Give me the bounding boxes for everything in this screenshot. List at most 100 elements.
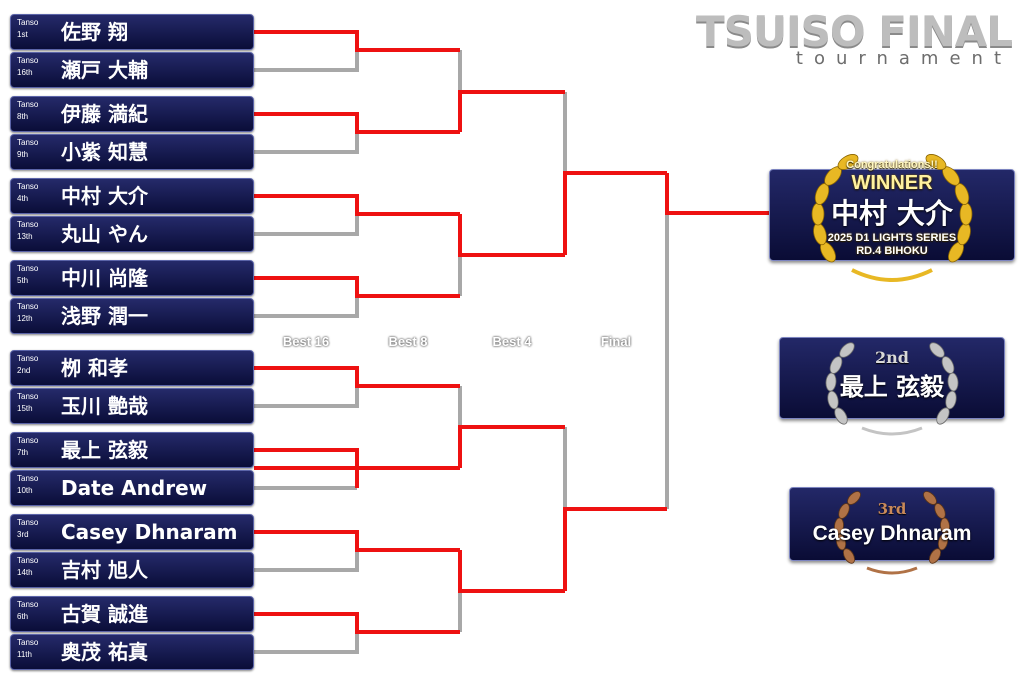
winner-series: 2025 D1 LIGHTS SERIES xyxy=(827,232,957,244)
tanso-label: Tanso xyxy=(17,518,39,527)
seed-label: 5th xyxy=(17,276,29,285)
winner-label: WINNER xyxy=(851,172,933,194)
entry-5: Tanso 4th 中村 大介 xyxy=(10,178,254,214)
seed-label: 14th xyxy=(17,568,33,577)
bracket-line-advance xyxy=(458,90,565,132)
bracket-line-advance xyxy=(458,214,565,257)
event-title: TSUISO FINAL tournament xyxy=(672,7,1013,69)
tanso-label: Tanso xyxy=(17,182,39,191)
winner-name: 中村 大介 xyxy=(831,197,953,230)
bracket-line-advance xyxy=(458,425,565,468)
bracket-line-eliminated xyxy=(254,296,359,318)
tanso-label: Tanso xyxy=(17,638,39,647)
driver-name: 中村 大介 xyxy=(61,184,148,208)
tanso-label: Tanso xyxy=(17,220,39,229)
round-label-best8: Best 8 xyxy=(388,334,428,349)
driver-name: 吉村 旭人 xyxy=(61,558,148,582)
event-title-main: TSUISO FINAL xyxy=(696,7,1013,56)
bronze-laurel-icon xyxy=(834,491,950,575)
event-title-sub: tournament xyxy=(795,48,1012,69)
driver-name: 最上 弦毅 xyxy=(61,438,148,462)
entry-12: Tanso 10th Date Andrew xyxy=(10,470,254,506)
third-place-panel: 3rd Casey Dhnaram xyxy=(789,487,995,575)
bracket-line-eliminated xyxy=(254,132,359,154)
second-place-name: 最上 弦毅 xyxy=(839,373,945,401)
bracket-line-advance xyxy=(254,612,460,634)
entry-11: Tanso 7th 最上 弦毅 xyxy=(10,432,254,468)
driver-name: 玉川 艶哉 xyxy=(61,394,148,418)
tanso-label: Tanso xyxy=(17,436,39,445)
entry-7: Tanso 5th 中川 尚隆 xyxy=(10,260,254,296)
round-label-final: Final xyxy=(600,334,632,349)
tanso-label: Tanso xyxy=(17,392,39,401)
second-place-panel: 2nd 最上 弦毅 xyxy=(779,337,1005,436)
silver-laurel-icon xyxy=(825,342,959,436)
seed-label: 15th xyxy=(17,404,33,413)
bracket-line-advance xyxy=(254,366,460,388)
entry-1: Tanso 1st 佐野 翔 xyxy=(10,14,254,50)
driver-name: 瀬戸 大輔 xyxy=(61,58,148,82)
bracket-line-advance xyxy=(254,112,460,134)
bracket-line-advance xyxy=(254,194,460,216)
seed-label: 10th xyxy=(17,486,33,495)
tanso-label: Tanso xyxy=(17,18,39,27)
bracket-line-advance xyxy=(458,550,565,593)
seed-label: 2nd xyxy=(17,366,31,375)
bracket-line-advance xyxy=(665,173,769,215)
bracket-line-advance xyxy=(563,171,667,255)
tanso-label: Tanso xyxy=(17,302,39,311)
seed-label: 12th xyxy=(17,314,33,323)
driver-name: 浅野 潤一 xyxy=(61,304,148,328)
seed-label: 4th xyxy=(17,194,29,203)
seed-label: 1st xyxy=(17,30,28,39)
entry-2: Tanso 16th 瀬戸 大輔 xyxy=(10,52,254,88)
gold-laurel-icon xyxy=(811,154,973,282)
entry-3: Tanso 8th 伊藤 満紀 xyxy=(10,96,254,132)
tanso-label: Tanso xyxy=(17,138,39,147)
driver-name: Date Andrew xyxy=(61,476,208,500)
tanso-label: Tanso xyxy=(17,56,39,65)
entry-16: Tanso 11th 奥茂 祐真 xyxy=(10,634,254,670)
bracket-line-advance xyxy=(254,30,460,52)
tanso-label: Tanso xyxy=(17,100,39,109)
bracket-line-eliminated xyxy=(254,632,359,654)
seed-label: 6th xyxy=(17,612,29,621)
bracket-line-advance xyxy=(254,448,460,470)
third-place-label: 3rd xyxy=(877,500,907,518)
driver-name: 丸山 やん xyxy=(61,222,148,246)
bracket-line-eliminated xyxy=(254,50,359,72)
seed-label: 16th xyxy=(17,68,33,77)
driver-name: 佐野 翔 xyxy=(61,20,128,44)
seed-label: 3rd xyxy=(17,530,29,539)
bracket-line-advance xyxy=(254,530,460,552)
tanso-label: Tanso xyxy=(17,354,39,363)
driver-name: 古賀 誠進 xyxy=(61,602,148,626)
winner-congrats: Congratulations!! xyxy=(846,159,938,171)
third-place-name: Casey Dhnaram xyxy=(812,522,972,545)
entry-10: Tanso 15th 玉川 艶哉 xyxy=(10,388,254,424)
bracket-line-advance xyxy=(254,276,460,298)
round-label-best16: Best 16 xyxy=(282,334,330,349)
entry-8: Tanso 12th 浅野 潤一 xyxy=(10,298,254,334)
tanso-label: Tanso xyxy=(17,474,39,483)
driver-name: 中川 尚隆 xyxy=(61,266,148,290)
seed-label: 8th xyxy=(17,112,29,121)
tanso-label: Tanso xyxy=(17,264,39,273)
seed-label: 7th xyxy=(17,448,29,457)
driver-name: 伊藤 満紀 xyxy=(61,102,148,126)
bracket-line-advance xyxy=(563,507,667,591)
seed-label: 11th xyxy=(17,650,32,659)
second-place-label: 2nd xyxy=(875,348,909,367)
winner-round: RD.4 BIHOKU xyxy=(856,245,928,257)
driver-name: 奥茂 祐真 xyxy=(61,640,148,664)
bracket-line-eliminated xyxy=(254,214,359,236)
bracket-line-advance xyxy=(254,466,359,488)
